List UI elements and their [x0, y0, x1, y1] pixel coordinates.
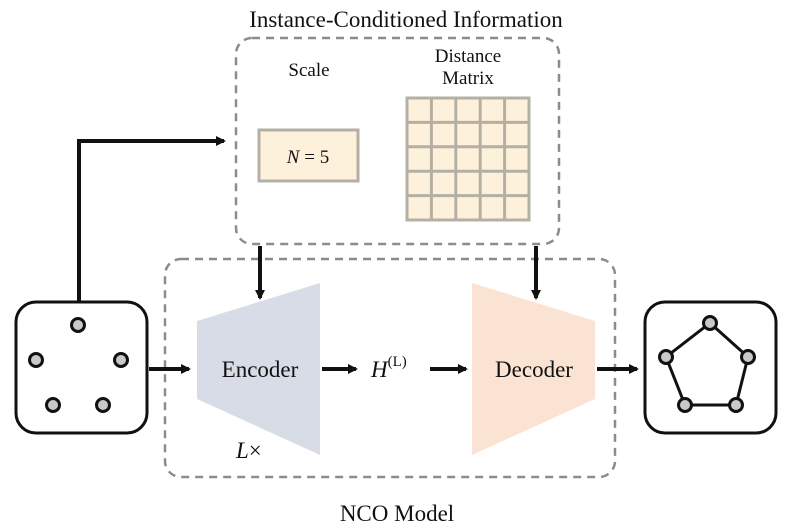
- distance-matrix-grid: [405, 96, 531, 222]
- encoder-block: [197, 283, 320, 455]
- decoder-block: [472, 283, 595, 455]
- pentagon-tour-icon: [658, 315, 756, 413]
- scale-box: [257, 128, 360, 183]
- output-solution-box: [643, 300, 778, 435]
- scale-value: N = 5: [286, 147, 329, 168]
- distance-matrix-label-line2: Matrix: [442, 68, 494, 89]
- scale-label: Scale: [288, 60, 329, 81]
- input-node: [95, 397, 111, 413]
- tour-edges: [664, 321, 750, 407]
- hidden-representation-label: H(L): [370, 354, 407, 382]
- tour-node: [702, 315, 718, 331]
- input-node: [45, 397, 61, 413]
- tour-node: [728, 397, 744, 413]
- tour-node: [658, 349, 674, 365]
- instance-info-box: [234, 36, 561, 246]
- layers-label: L×: [235, 438, 262, 463]
- unconnected-nodes-icon: [28, 317, 129, 413]
- distance-matrix-label-line1: Distance: [435, 46, 501, 67]
- encoder-label: Encoder: [222, 357, 299, 382]
- tour-node: [677, 397, 693, 413]
- nco-model-title: NCO Model: [340, 501, 454, 526]
- input-to-info-arrow: [77, 136, 226, 301]
- decoder-label: Decoder: [495, 357, 573, 382]
- input-node: [113, 352, 129, 368]
- input-node: [70, 317, 86, 333]
- instance-info-title: Instance-Conditioned Information: [249, 7, 563, 32]
- tour-node: [740, 349, 756, 365]
- matrix-border: [405, 96, 531, 222]
- input-node: [28, 352, 44, 368]
